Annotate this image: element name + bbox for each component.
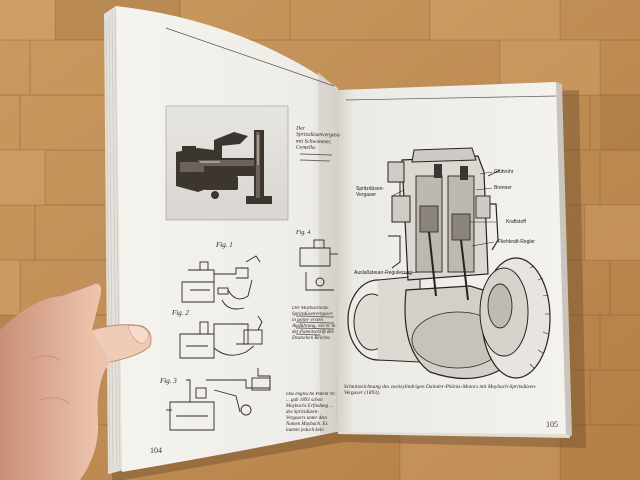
- carburetor-photo: [165, 105, 289, 221]
- fig-label-2: Fig. 2: [172, 309, 189, 317]
- label-carburetor: Spritzdüsen-Vergaser: [356, 186, 385, 198]
- side-caption: Der Maybachsche Spritzdüsenvergaser in s…: [292, 306, 336, 341]
- label-glow-tube: Glührohr: [494, 169, 514, 175]
- bottom-caption: Das englische Patent Nr. ... gab 1893 sc…: [286, 392, 336, 432]
- label-flywheel-regulator: Fliehkraft-Regler: [498, 239, 535, 245]
- right-caption: Schnittzeichnung des zweizylindrigen Dai…: [344, 384, 537, 397]
- label-burner: Brenner: [494, 185, 512, 191]
- fig-label-1: Fig. 1: [216, 241, 233, 249]
- label-fuel: Kraftstoff: [506, 219, 526, 225]
- label-exhaust-regulation: Auslaßsteuer-Regulierung: [354, 270, 413, 276]
- fig-label-4: Fig. 4: [296, 230, 311, 236]
- right-page-number: 105: [546, 420, 558, 429]
- engine-drawing: [347, 147, 551, 380]
- patent-drawings: [166, 239, 338, 431]
- left-text-lines: [295, 153, 335, 336]
- fig-label-3: Fig. 3: [160, 377, 177, 385]
- left-page-number: 104: [150, 446, 162, 455]
- photo-caption: Der Spritzdüsenvergaser mit Schwimmer, C…: [295, 125, 341, 152]
- hand: [0, 283, 152, 480]
